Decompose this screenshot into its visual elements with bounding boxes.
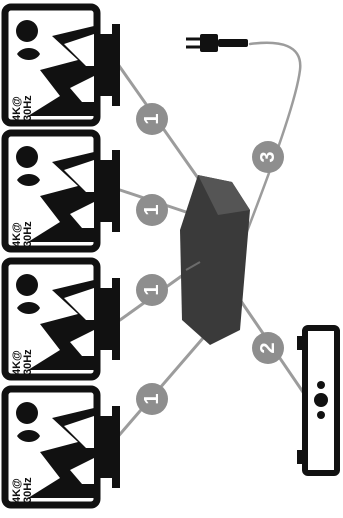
- label-line-2: 30Hz: [22, 349, 34, 375]
- badge-power: 3: [252, 141, 284, 173]
- svg-text:1: 1: [141, 393, 163, 404]
- monitor-stand: [98, 34, 112, 96]
- monitor-stand-base: [112, 406, 120, 488]
- cable-monitor-4: [113, 328, 212, 442]
- label-line-1: 4K@: [11, 96, 23, 121]
- label-line-2: 30Hz: [22, 477, 34, 503]
- mountain-landscape-icon: [16, 146, 94, 242]
- monitor-resolution-label: 4K@30Hz: [11, 349, 34, 375]
- badge-monitor-2: 1: [136, 194, 168, 226]
- monitor-stand-base: [112, 150, 120, 232]
- monitor-3: 4K@30Hz: [1, 257, 120, 381]
- label-line-1: 4K@: [11, 478, 23, 503]
- label-line-2: 30Hz: [22, 221, 34, 247]
- badge-monitor-3: 1: [136, 274, 168, 306]
- cable-power: [236, 41, 302, 257]
- monitor-resolution-label: 4K@30Hz: [11, 477, 34, 503]
- monitor-1: 4K@30Hz: [1, 3, 120, 127]
- monitor-resolution-label: 4K@30Hz: [11, 221, 34, 247]
- label-line-1: 4K@: [11, 350, 23, 375]
- svg-text:1: 1: [141, 204, 163, 215]
- monitor-stand-base: [112, 24, 120, 106]
- badge-monitor-1: 1: [136, 103, 168, 135]
- label-line-1: 4K@: [11, 222, 23, 247]
- mountain-landscape-icon: [16, 402, 94, 498]
- label-line-2: 30Hz: [22, 95, 34, 121]
- monitor-stand-base: [112, 278, 120, 360]
- svg-text:1: 1: [141, 113, 163, 124]
- mountain-landscape-icon: [16, 20, 94, 116]
- splitter-hub-icon: [180, 175, 250, 345]
- svg-text:1: 1: [141, 284, 163, 295]
- video-source-device-icon: [297, 325, 340, 476]
- monitor-resolution-label: 4K@30Hz: [11, 95, 34, 121]
- monitor-stand: [98, 416, 112, 478]
- monitor-2: 4K@30Hz: [1, 129, 120, 253]
- monitor-4: 4K@30Hz: [1, 385, 120, 509]
- monitor-stand: [98, 288, 112, 350]
- badge-source: 2: [252, 332, 284, 364]
- svg-text:2: 2: [257, 342, 279, 353]
- power-plug-icon: [186, 34, 248, 52]
- svg-text:3: 3: [257, 151, 279, 162]
- badges: 1 1 1 1 2 3: [136, 103, 284, 415]
- mountain-landscape-icon: [16, 274, 94, 370]
- badge-monitor-4: 1: [136, 383, 168, 415]
- monitor-stand: [98, 160, 112, 222]
